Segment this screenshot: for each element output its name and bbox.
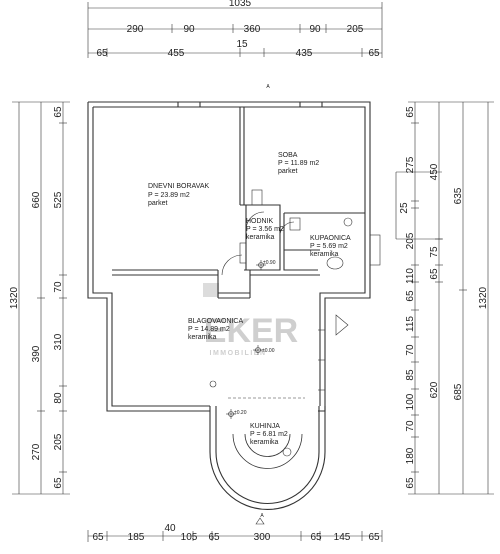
room-dnevni-boravak: DNEVNI BORAVAK P = 23.89 m2 parket [148,183,210,207]
dim-left-outer-3: 270 [31,443,42,460]
room-area: P = 14.89 m2 [188,326,230,333]
room-kupaonica: KUPAONICA P = 5.69 m2 keramika [310,235,351,258]
dim-right-inner-7: 115 [405,316,416,332]
dim-top-overall: 1035 [229,0,252,9]
level-blagovaonica: ±0.00 [262,348,275,354]
dim-top-1: 290 [127,24,144,35]
room-floor: parket [148,200,168,207]
dim-left-inner-2: 525 [53,191,64,208]
dim-top-5: 205 [347,24,364,35]
dim-bottom-4: 65 [208,532,220,543]
dim-top-2: 90 [183,24,195,35]
dim-bottom-2: 185 [128,532,145,543]
left-dimensions [12,101,70,495]
dim-bottom-above: 40 [164,523,176,534]
dim-right-inner-1: 65 [405,106,416,118]
dim-right-mid-2: 75 [429,246,440,258]
dim-right-inner-4: 205 [405,232,416,249]
dim-top-4: 90 [309,24,321,35]
dim-bottom-5: 300 [254,532,271,543]
room-area: P = 23.89 m2 [148,192,190,199]
right-dimensions [395,101,494,495]
bottom-dimensions [87,530,383,542]
room-floor: keramika [188,334,217,341]
watermark: EKER IMMOBILIEN [203,283,298,357]
room-floor: keramika [250,439,279,446]
room-floor: parket [278,168,298,175]
dim-left-outer-2: 390 [31,345,42,362]
dim-right-inner-3: 25 [399,202,410,214]
dim-left-inner-1: 65 [53,106,64,118]
dim-top-3: 360 [244,24,261,35]
room-name: SOBA [278,152,298,159]
room-name: HODNIK [246,218,274,225]
dim-right-inner-5: 110 [405,268,416,284]
dim-left-inner-3: 70 [53,281,64,293]
dim-right-outer-1: 635 [453,187,464,204]
dim-bottom-3: 105 [181,532,198,543]
room-area: P = 11.89 m2 [278,160,319,167]
dim-right-inner-13: 65 [405,477,416,489]
dim-left-inner-4: 310 [53,333,64,350]
section-mark-top: A [266,84,270,90]
dim-right-inner-12: 180 [405,447,416,464]
section-arrow-icon [255,517,265,525]
dim-left-inner-7: 65 [53,477,64,489]
top-dimension-labels: 1035 290 90 360 90 205 65 455 15 435 65 [96,0,380,59]
room-soba: SOBA P = 11.89 m2 parket [278,152,319,175]
room-area: P = 6.81 m2 [250,431,288,438]
bottom-dimension-labels: 65 185 40 105 65 300 65 145 65 [92,523,380,543]
level-kuhinja: ±0.20 [234,410,247,416]
dim-right-mid-1: 450 [429,163,440,180]
dim-top-9: 435 [296,48,313,59]
dim-top-6: 65 [96,48,108,59]
dim-right-inner-2: 275 [405,156,416,173]
watermark-subtext: IMMOBILIEN [210,350,267,357]
room-area: P = 5.69 m2 [310,243,348,250]
dim-bottom-8: 65 [368,532,380,543]
room-kuhinja: KUHINJA P = 6.81 m2 keramika [250,423,288,446]
room-name: BLAGOVAONICA [188,318,243,325]
room-floor: keramika [310,251,339,258]
level-hodnik: ±0.90 [263,260,276,266]
level-markers [209,260,266,419]
section-mark-bottom: A [260,513,264,519]
dim-left-inner-5: 80 [53,392,64,404]
room-name: KUHINJA [250,423,280,430]
room-hodnik: HODNIK P = 3.56 m2 keramika [246,218,284,241]
dim-bottom-7: 145 [334,532,351,543]
dim-right-inner-8: 70 [405,344,416,356]
room-blagovaonica: BLAGOVAONICA P = 14.89 m2 keramika [188,318,243,341]
room-floor: keramika [246,234,275,241]
walls [87,101,371,412]
dim-right-outer-2: 685 [453,383,464,400]
dim-top-8: 15 [236,39,248,50]
left-dimension-labels: 1320 660 390 270 65 525 70 310 80 205 65 [9,106,64,489]
dim-right-inner-9: 85 [405,369,416,381]
room-name: KUPAONICA [310,235,351,242]
right-dimension-labels: 65 275 25 205 110 65 115 70 85 100 70 18… [399,106,489,489]
openings [221,189,381,391]
dim-left-total: 1320 [9,286,20,309]
dim-left-outer-1: 660 [31,191,42,208]
dim-left-inner-6: 205 [53,433,64,450]
dim-top-10: 65 [368,48,380,59]
watermark-text: EKER [204,312,298,350]
dim-top-7: 455 [168,48,185,59]
dim-bottom-1: 65 [92,532,104,543]
room-area: P = 3.56 m2 [246,226,284,233]
room-name: DNEVNI BORAVAK [148,183,210,190]
dim-right-mid-4: 620 [429,381,440,398]
dim-right-total: 1320 [478,286,489,309]
dim-right-inner-6: 65 [405,290,416,302]
dim-bottom-6: 65 [310,532,322,543]
kitchen-apse [209,397,326,510]
dim-right-mid-3: 65 [429,268,440,280]
dim-right-inner-10: 100 [405,393,416,410]
top-dimensions [87,2,383,58]
dim-right-inner-11: 70 [405,420,416,432]
